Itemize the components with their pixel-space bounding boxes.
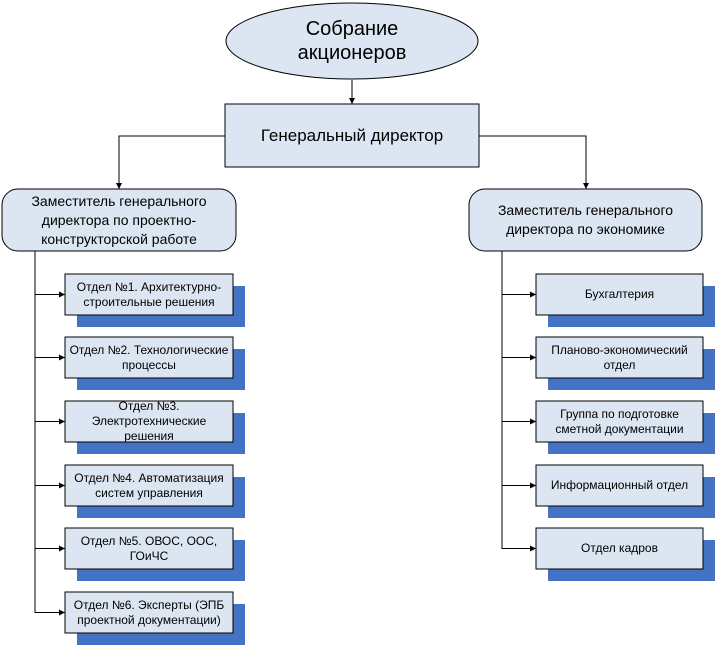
deputy-design-node bbox=[1, 188, 237, 252]
economics-dept-node-5 bbox=[535, 527, 704, 570]
shareholders-node bbox=[225, 2, 479, 80]
design-dept-node-5 bbox=[64, 527, 234, 570]
general-director-node bbox=[224, 103, 480, 168]
economics-dept-node-4 bbox=[535, 464, 704, 507]
design-dept-node-1 bbox=[64, 273, 234, 316]
connectors bbox=[34, 80, 589, 616]
economics-dept-node-3 bbox=[535, 400, 704, 443]
deputy-economics-node bbox=[468, 188, 703, 252]
design-dept-node-3 bbox=[64, 400, 234, 443]
economics-dept-node-2 bbox=[535, 336, 704, 379]
economics-dept-node-1 bbox=[535, 273, 704, 316]
design-dept-node-4 bbox=[64, 464, 234, 507]
design-dept-node-2 bbox=[64, 336, 234, 379]
connector-director-deputy-design bbox=[116, 135, 225, 189]
connector-director-deputy-economics bbox=[479, 135, 589, 189]
design-dept-node-6 bbox=[64, 591, 234, 634]
